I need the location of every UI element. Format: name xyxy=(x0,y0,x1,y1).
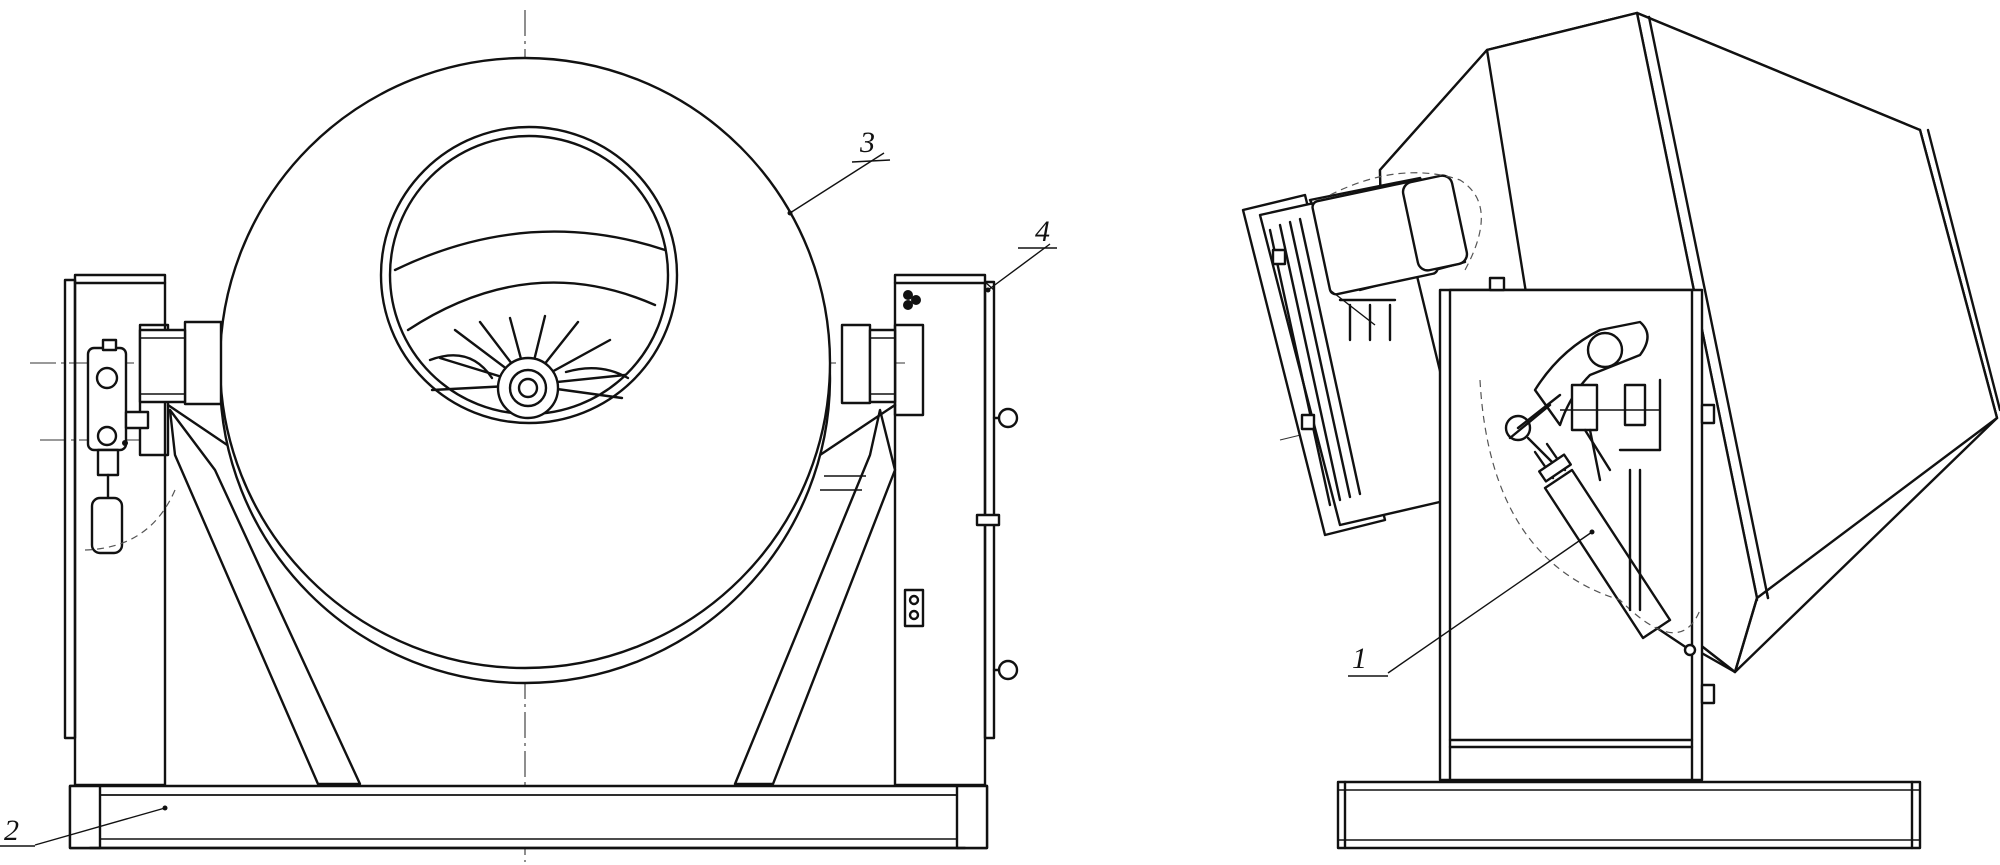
front-support-struts xyxy=(166,403,897,786)
hydraulic-cylinder xyxy=(1479,379,1701,657)
right-side-frame xyxy=(893,273,996,787)
callout-3-label: 3 xyxy=(859,126,875,159)
callout-3: 3 xyxy=(787,126,891,216)
left-trunnion xyxy=(138,320,223,406)
side-view xyxy=(1241,11,2000,850)
callout-4-label: 4 xyxy=(1035,215,1050,248)
door-hinges xyxy=(992,407,1019,681)
callout-2-label: 2 xyxy=(4,814,19,847)
callout-2: 2 xyxy=(0,805,168,847)
callout-1: 1 xyxy=(1348,529,1595,677)
side-base xyxy=(1336,780,1922,850)
drum-hub xyxy=(496,356,560,420)
callout-1-label: 1 xyxy=(1352,642,1367,675)
right-trunnion xyxy=(840,323,897,405)
front-base xyxy=(68,784,989,850)
tilt-mechanism-front xyxy=(84,338,176,555)
side-motor-unit xyxy=(1241,172,1482,537)
side-tilt-linkage xyxy=(1504,320,1662,482)
control-panel xyxy=(903,290,1001,628)
callout-4: 4 xyxy=(985,215,1057,293)
front-view xyxy=(30,10,1019,862)
